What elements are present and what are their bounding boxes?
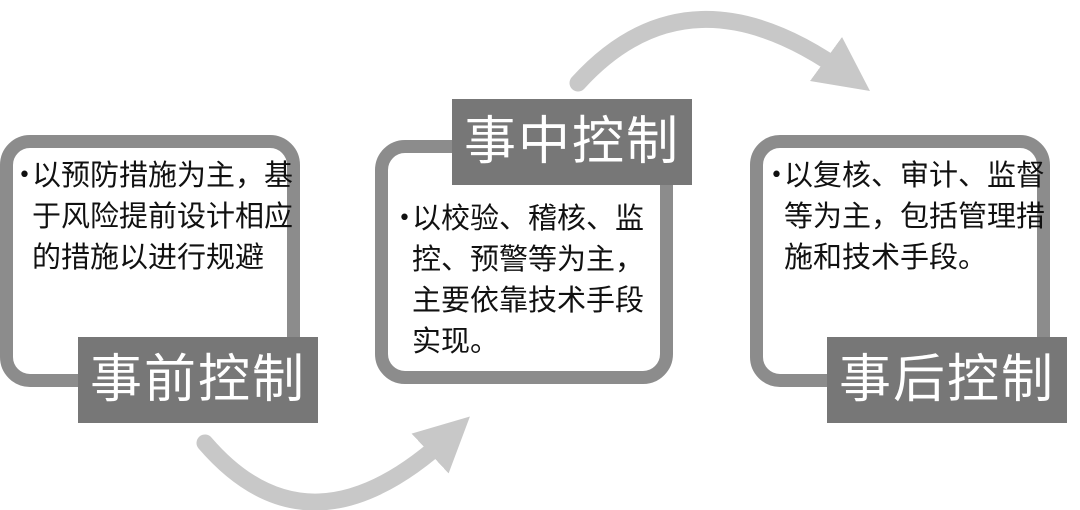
stage-label-before: 事前控制 xyxy=(78,337,318,423)
stage-label-during: 事中控制 xyxy=(452,99,692,185)
stage-text-after: 以复核、审计、监督等为主，包括管理措施和技术手段。 xyxy=(770,155,1045,278)
stage-text-during: 以校验、稽核、监控、预警等为主，主要依靠技术手段实现。 xyxy=(398,198,666,362)
arrow-upper xyxy=(569,10,870,92)
stage-text-before: 以预防措施为主，基于风险提前设计相应的措施以进行规避 xyxy=(18,155,293,278)
stage-label-after: 事后控制 xyxy=(827,337,1067,423)
stage-text-item: 以校验、稽核、监控、预警等为主，主要依靠技术手段实现。 xyxy=(398,198,666,362)
stage-text-item: 以预防措施为主，基于风险提前设计相应的措施以进行规避 xyxy=(18,155,293,278)
arrow-lower xyxy=(196,416,470,510)
stage-text-item: 以复核、审计、监督等为主，包括管理措施和技术手段。 xyxy=(770,155,1045,278)
